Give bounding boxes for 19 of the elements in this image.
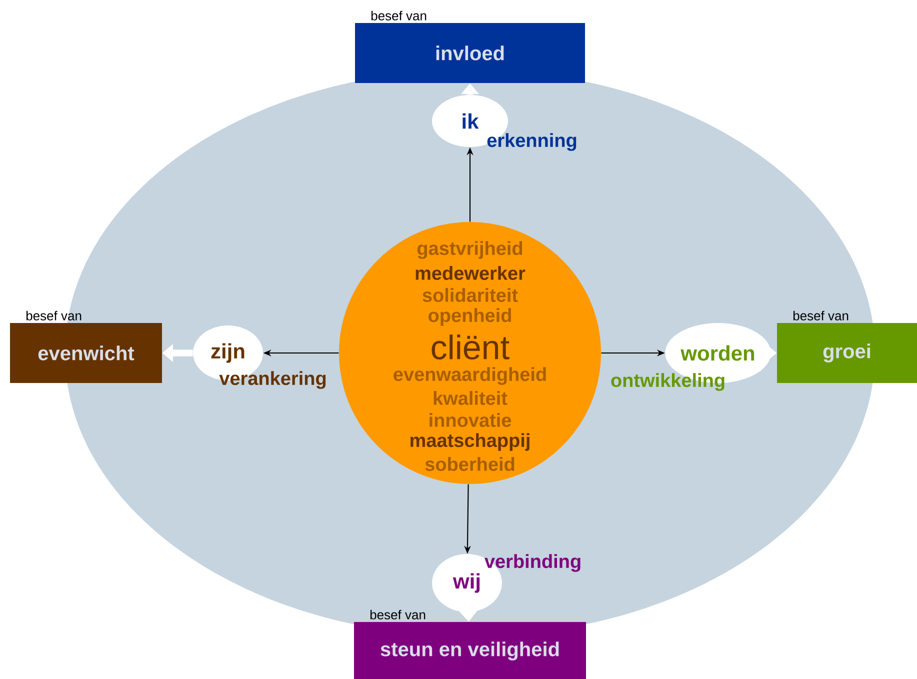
value-word: openheid: [428, 308, 511, 326]
center-label: cliënt: [432, 334, 510, 360]
value-box: besef van steun en veiligheid: [354, 610, 586, 679]
node-label: besef van: [371, 10, 426, 20]
value-box: besef van invloed: [355, 10, 585, 83]
center-circle: [339, 222, 601, 484]
node-label: besef van: [370, 610, 426, 620]
value-word: solidariteit: [422, 288, 518, 302]
node-label: besef van: [26, 310, 82, 320]
node-label: besef van: [793, 310, 848, 320]
group-label: maatschappij: [410, 433, 530, 451]
value-word: innovatie: [430, 413, 512, 427]
value-word: evenwaardigheid: [394, 367, 546, 385]
value-word: gastvrijheid: [417, 241, 522, 259]
value-box: besef van evenwicht: [10, 310, 162, 383]
value-word: soberheid: [425, 457, 514, 471]
group-label: medewerker: [416, 266, 526, 280]
value-box: besef van groei: [777, 310, 917, 383]
value-word: kwaliteit: [434, 391, 508, 405]
